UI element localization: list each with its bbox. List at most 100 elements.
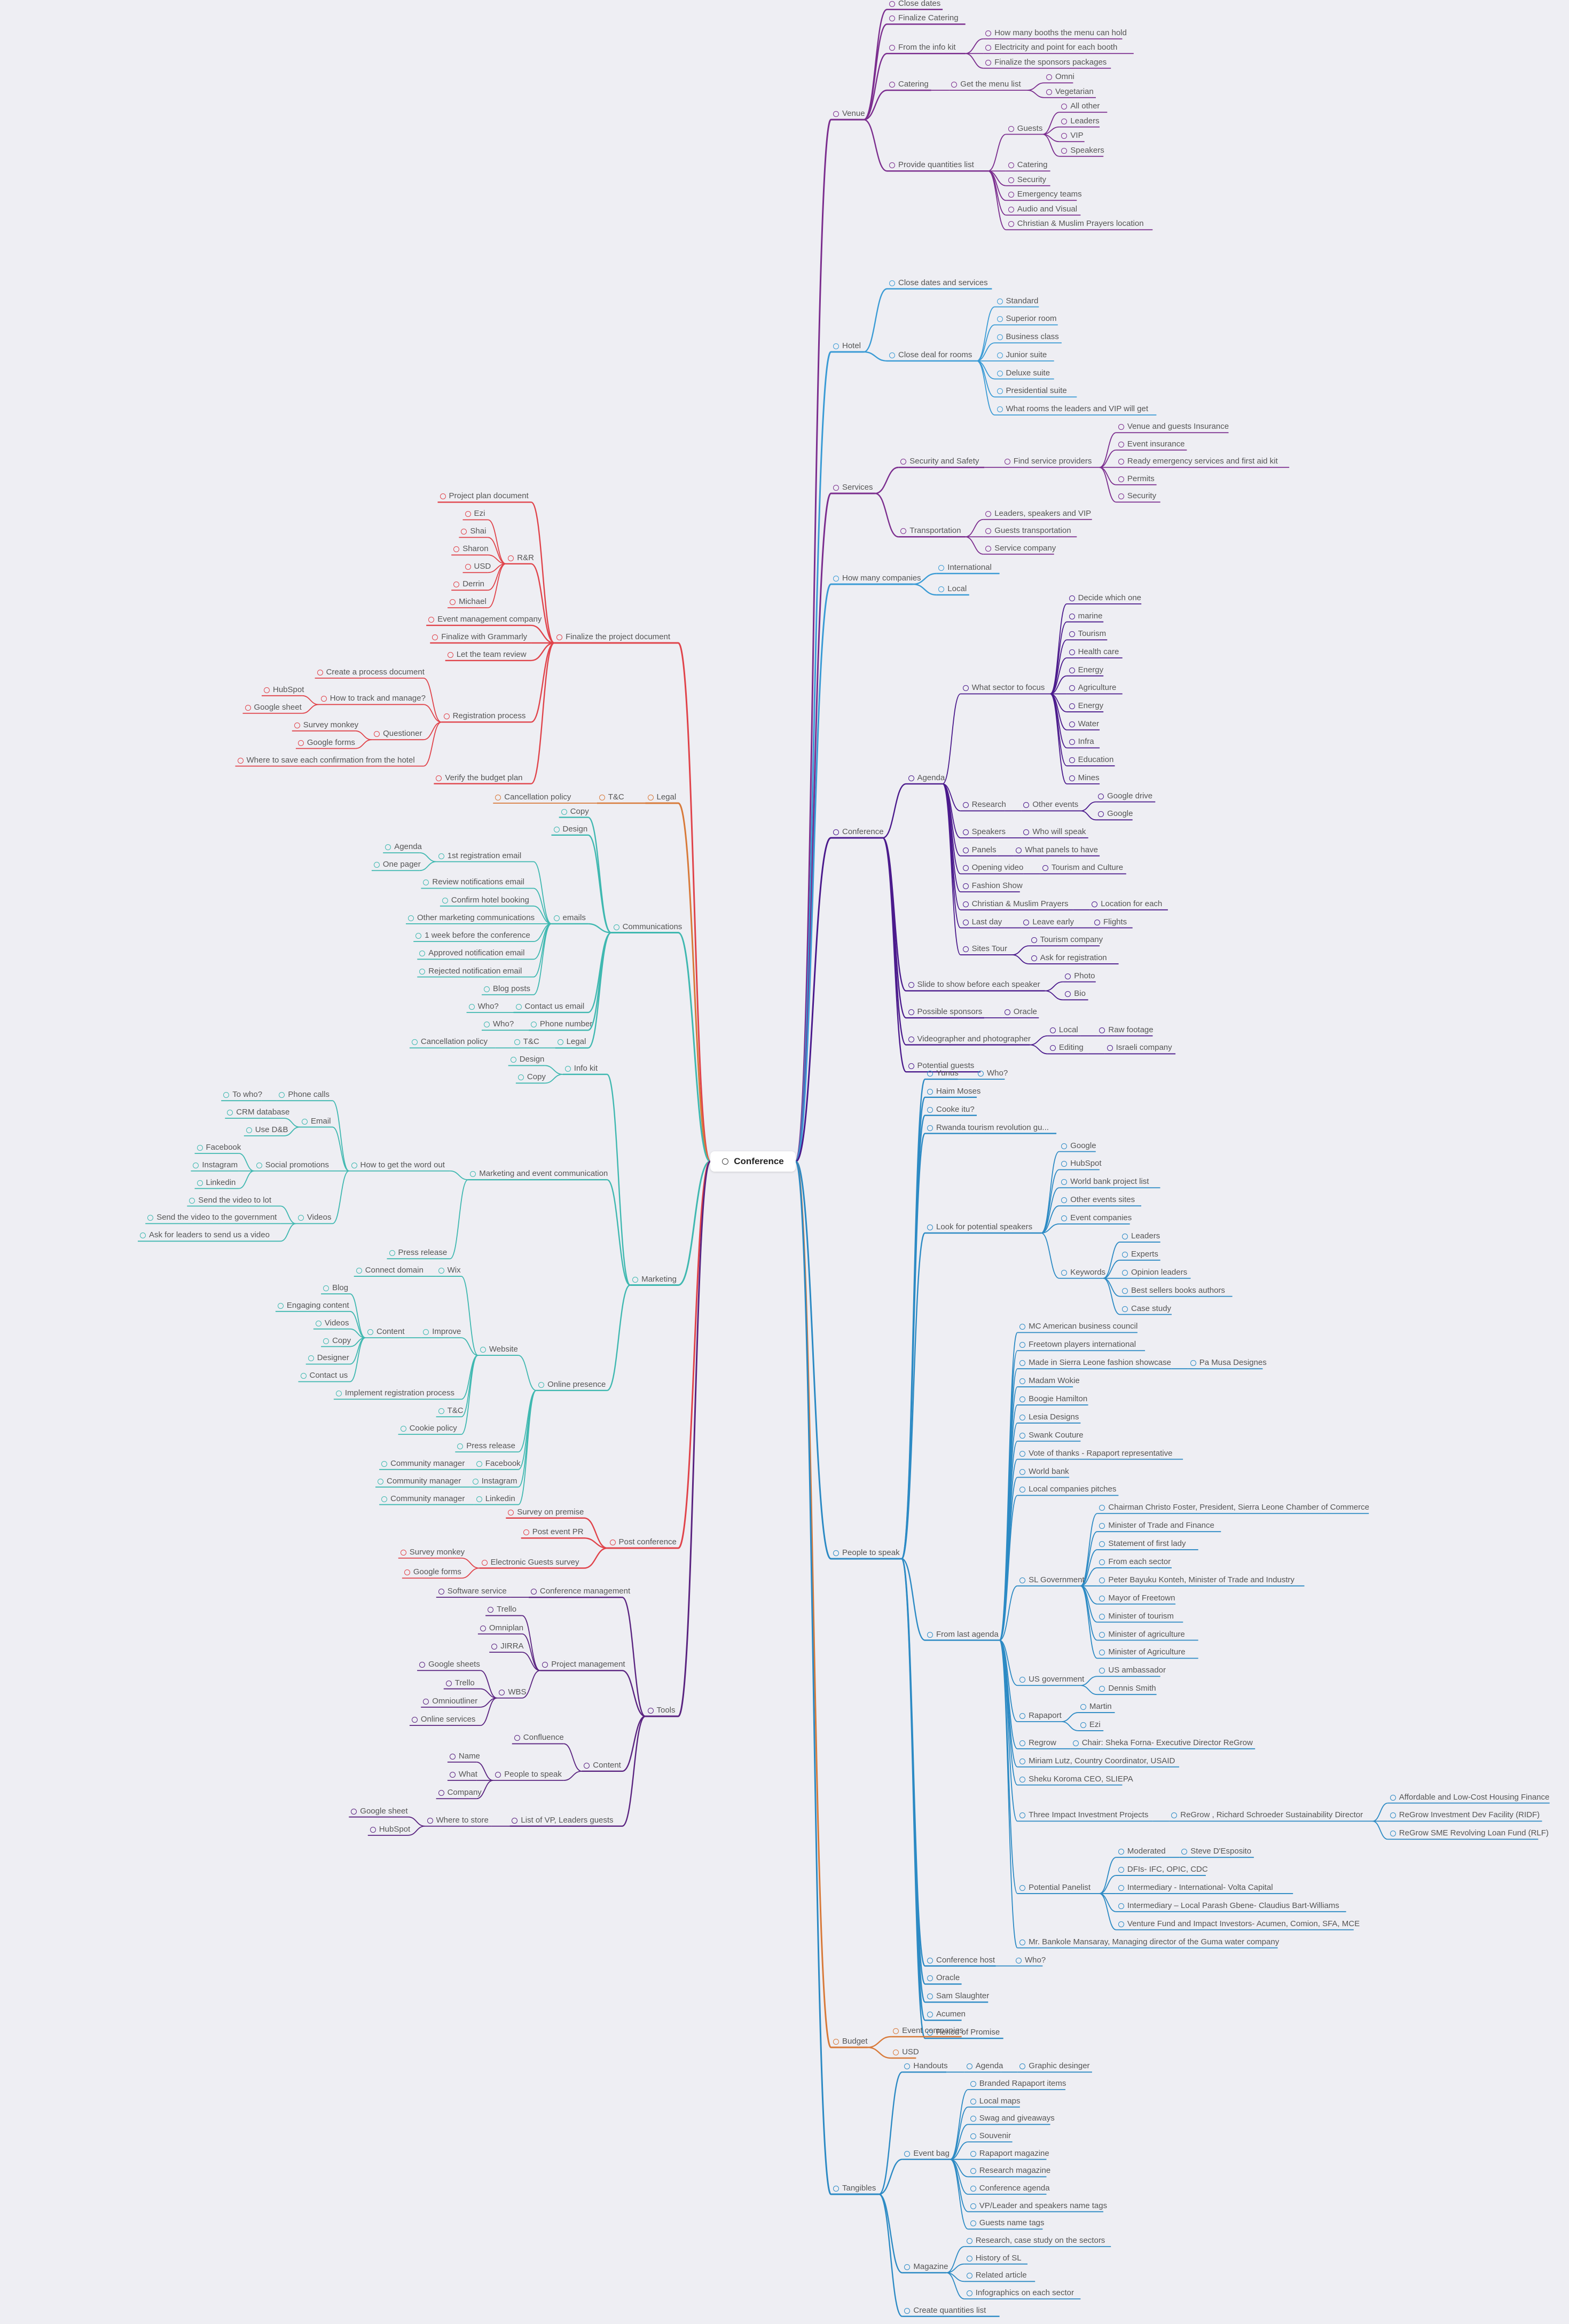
task-status-icon[interactable]	[970, 2116, 976, 2122]
task-status-icon[interactable]	[197, 1180, 203, 1186]
task-status-icon[interactable]	[613, 924, 619, 930]
leaf-node[interactable]: One pager	[373, 860, 421, 869]
leaf-node[interactable]: Permits	[1118, 474, 1155, 484]
task-status-icon[interactable]	[1099, 1505, 1105, 1511]
topic-node[interactable]: Opening video	[962, 863, 1023, 873]
topic-node[interactable]: Transportation	[900, 526, 961, 536]
task-status-icon[interactable]	[457, 1443, 464, 1449]
task-status-icon[interactable]	[833, 1550, 839, 1556]
task-status-icon[interactable]	[1118, 1867, 1124, 1873]
task-status-icon[interactable]	[908, 1009, 914, 1016]
task-status-icon[interactable]	[1118, 1849, 1124, 1855]
leaf-node[interactable]: Haim Moses	[927, 1087, 980, 1096]
leaf-node[interactable]: Google	[1061, 1141, 1096, 1151]
topic-node[interactable]: emails	[553, 913, 586, 923]
task-status-icon[interactable]	[385, 844, 391, 851]
leaf-node[interactable]: Trello	[445, 1678, 475, 1688]
task-status-icon[interactable]	[499, 1689, 505, 1695]
task-status-icon[interactable]	[1031, 937, 1037, 944]
task-status-icon[interactable]	[997, 298, 1003, 304]
task-status-icon[interactable]	[889, 82, 895, 88]
task-status-icon[interactable]	[1099, 1595, 1105, 1601]
task-status-icon[interactable]	[1069, 667, 1075, 673]
leaf-node[interactable]: Bio	[1065, 989, 1086, 999]
leaf-node[interactable]: Copy	[517, 1072, 546, 1082]
task-status-icon[interactable]	[264, 687, 270, 693]
task-status-icon[interactable]	[904, 2063, 911, 2070]
leaf-node[interactable]: Send the video to the government	[147, 1213, 277, 1222]
leaf-node[interactable]: Affordable and Low-Cost Housing Finance	[1390, 1793, 1549, 1802]
task-status-icon[interactable]	[962, 847, 969, 853]
task-status-icon[interactable]	[1019, 1450, 1026, 1457]
leaf-node[interactable]: Audio and Visual	[1008, 205, 1077, 214]
topic-node[interactable]: Content	[584, 1761, 621, 1770]
task-status-icon[interactable]	[970, 2220, 976, 2227]
task-status-icon[interactable]	[1061, 1143, 1068, 1149]
leaf-node[interactable]: Fashion Show	[962, 881, 1023, 891]
topic-node[interactable]: Get the menu list	[951, 80, 1021, 89]
task-status-icon[interactable]	[508, 555, 514, 561]
task-status-icon[interactable]	[1061, 1179, 1068, 1185]
leaf-node[interactable]: Instagram	[193, 1160, 238, 1170]
topic-node[interactable]: Security and Safety	[900, 457, 979, 466]
task-status-icon[interactable]	[415, 933, 422, 939]
topic-node[interactable]: Project management	[542, 1660, 625, 1669]
leaf-node[interactable]: Close dates	[889, 0, 940, 9]
leaf-node[interactable]: HubSpot	[370, 1825, 410, 1834]
task-status-icon[interactable]	[530, 1022, 537, 1028]
leaf-node[interactable]: Madam Wokie	[1019, 1376, 1080, 1386]
task-status-icon[interactable]	[189, 1197, 195, 1204]
task-status-icon[interactable]	[1019, 1885, 1026, 1891]
task-status-icon[interactable]	[647, 795, 654, 800]
leaf-node[interactable]: Lesia Designs	[1019, 1412, 1079, 1422]
task-status-icon[interactable]	[561, 808, 567, 815]
leaf-node[interactable]: Event insurance	[1118, 439, 1184, 449]
leaf-node[interactable]: To who?	[223, 1090, 262, 1100]
leaf-node[interactable]: What panels to have	[1016, 845, 1098, 855]
leaf-node[interactable]: Software service	[438, 1587, 507, 1596]
branch-node[interactable]: Legal	[647, 792, 676, 802]
topic-node[interactable]: Electronic Guests survey	[481, 1558, 579, 1567]
task-status-icon[interactable]	[889, 45, 895, 51]
leaf-node[interactable]: Photo	[1065, 971, 1095, 981]
leaf-node[interactable]: Deluxe suite	[997, 368, 1050, 378]
task-status-icon[interactable]	[904, 2150, 911, 2157]
topic-node[interactable]: Website	[480, 1345, 518, 1354]
leaf-node[interactable]: Related article	[966, 2271, 1027, 2280]
leaf-node[interactable]: Leaders	[1061, 116, 1100, 126]
topic-node[interactable]: Christian & Muslim Prayers	[962, 899, 1068, 909]
task-status-icon[interactable]	[609, 1540, 616, 1545]
task-status-icon[interactable]	[1046, 74, 1052, 81]
leaf-node[interactable]: Statement of first lady	[1099, 1539, 1186, 1549]
task-status-icon[interactable]	[1019, 1677, 1026, 1683]
task-status-icon[interactable]	[970, 2150, 976, 2157]
task-status-icon[interactable]	[1023, 829, 1030, 835]
leaf-node[interactable]: Superior room	[997, 314, 1057, 324]
leaf-node[interactable]: Ask for registration	[1031, 953, 1107, 963]
task-status-icon[interactable]	[889, 15, 895, 22]
leaf-node[interactable]: Finalize Catering	[889, 13, 959, 23]
task-status-icon[interactable]	[491, 1644, 498, 1650]
topic-node[interactable]: Regrow	[1019, 1738, 1056, 1748]
leaf-node[interactable]: Water	[1069, 719, 1099, 729]
leaf-node[interactable]: Vegetarian	[1046, 87, 1094, 97]
leaf-node[interactable]: 1 week before the conference	[415, 931, 530, 940]
topic-node[interactable]: Facebook	[476, 1459, 521, 1469]
task-status-icon[interactable]	[1118, 493, 1124, 500]
task-status-icon[interactable]	[927, 1975, 933, 1982]
topic-node[interactable]: Videographer and photographer	[908, 1034, 1031, 1044]
task-status-icon[interactable]	[962, 685, 969, 692]
task-status-icon[interactable]	[1107, 1045, 1113, 1051]
task-status-icon[interactable]	[438, 1790, 444, 1796]
leaf-node[interactable]: ReGrow SME Revolving Loan Fund (RLF)	[1390, 1828, 1549, 1838]
leaf-node[interactable]: Event management company	[428, 615, 542, 624]
leaf-node[interactable]: Tourism company	[1031, 935, 1103, 945]
leaf-node[interactable]: ReGrow Investment Dev Facility (RIDF)	[1390, 1810, 1540, 1820]
task-status-icon[interactable]	[1008, 192, 1014, 198]
topic-node[interactable]: Research	[962, 800, 1006, 810]
leaf-node[interactable]: Design	[553, 825, 587, 834]
topic-node[interactable]: Conference host	[927, 1956, 995, 1965]
leaf-node[interactable]: Energy	[1069, 701, 1103, 711]
task-status-icon[interactable]	[1118, 459, 1124, 465]
task-status-icon[interactable]	[140, 1232, 146, 1239]
